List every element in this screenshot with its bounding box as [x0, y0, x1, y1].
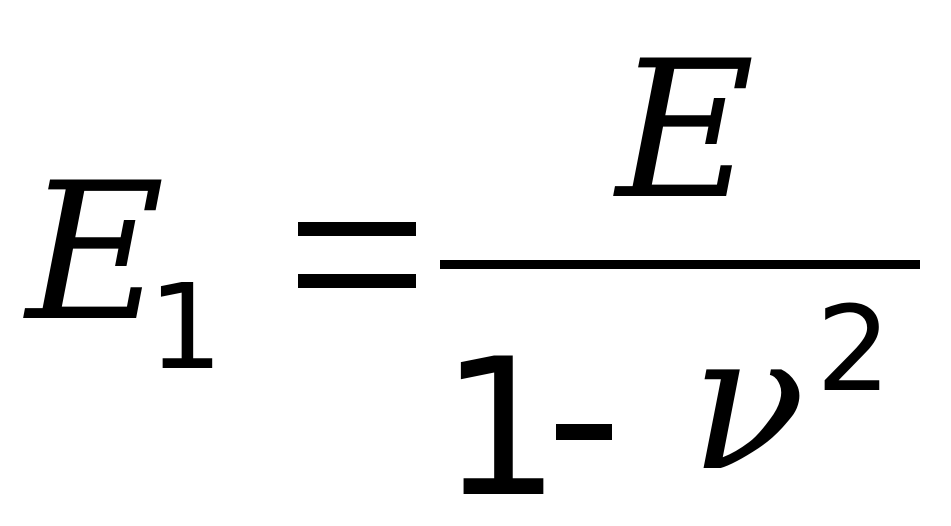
- numerator-variable-e: E: [616, 20, 755, 241]
- lhs-variable-e: E: [26, 142, 165, 363]
- equals-sign-top-bar: [298, 222, 416, 236]
- equals-sign-bottom-bar: [298, 274, 416, 288]
- denominator-variable-nu: ν: [690, 292, 806, 513]
- fraction-bar: [440, 260, 920, 269]
- denominator-minus-sign: [556, 424, 612, 440]
- denominator-exponent-two: 2: [816, 280, 892, 418]
- lhs-subscript-one: 1: [148, 258, 224, 396]
- denominator-constant-one: 1: [440, 318, 561, 526]
